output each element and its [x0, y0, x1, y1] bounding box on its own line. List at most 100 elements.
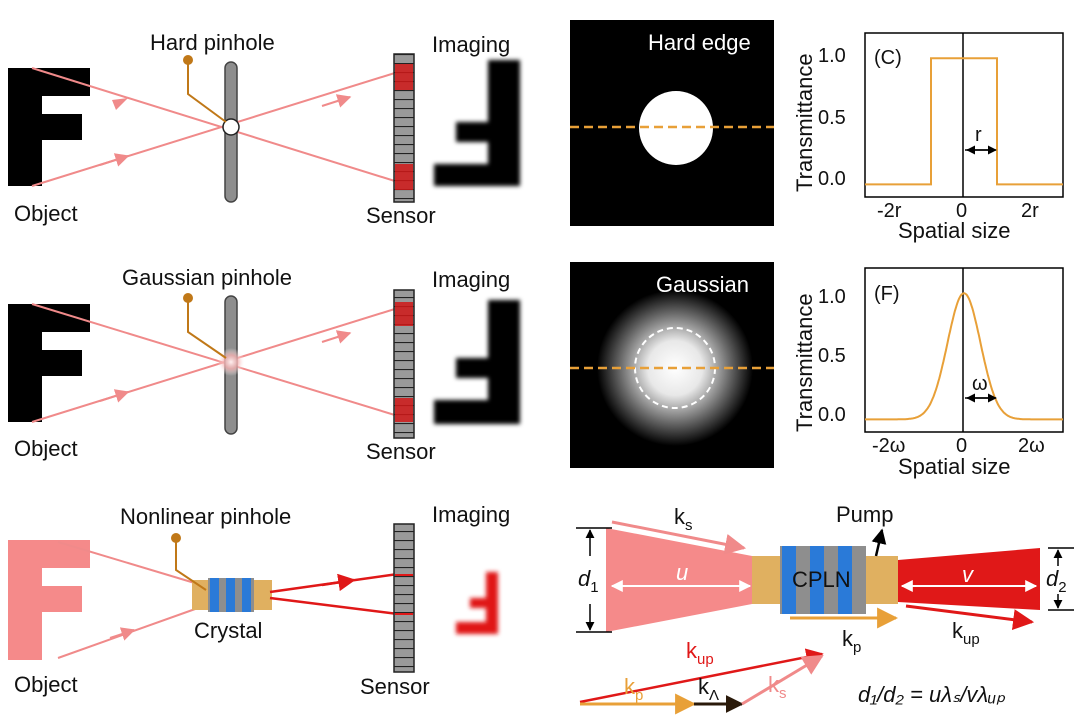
upconverted-ray [269, 596, 399, 616]
label-object-2: Object [14, 436, 78, 461]
upconverted-beam [898, 548, 1040, 610]
label-ks-vector: ks [768, 672, 787, 702]
sensor-hit [395, 302, 413, 326]
label-hard-edge: Hard edge [648, 30, 751, 55]
label-imaging-1: Imaging [432, 32, 510, 57]
panel-label: (F) [874, 283, 900, 305]
sensor-hit [395, 398, 413, 422]
width-annotation: ω [972, 373, 988, 395]
cpln-domain [782, 546, 796, 614]
object-letter-f [8, 304, 90, 422]
label-kp: kp [842, 626, 861, 656]
label-sensor-3: Sensor [360, 674, 430, 699]
label-crystal: Crystal [194, 618, 262, 643]
y-axis-label: Transmittance [792, 53, 817, 192]
chart-hard-edge-transmittance: (C) r 1.0 0.5 0.0 -2r 0 2r Spatial size … [792, 32, 1064, 243]
series-line [865, 292, 1063, 421]
cpln-domain [810, 546, 824, 614]
panel-label: (C) [874, 47, 902, 69]
equation: d₁/d₂ = uλₛ/vλᵤₚ [858, 682, 1006, 707]
panel-cpln-diagram: CPLN u v d1 d2 ks Pump kp kup kup kp kΛ … [576, 502, 1074, 715]
sensor-hit [395, 64, 413, 90]
pinhole-pointer [187, 298, 227, 359]
y-tick: 1.0 [818, 45, 846, 67]
kup-arrow [905, 604, 1035, 631]
series-line [865, 57, 1063, 186]
label-d1: d1 [578, 566, 599, 596]
label-d2: d2 [1046, 566, 1067, 596]
y-axis-label: Transmittance [792, 293, 817, 432]
ray-arrow [321, 330, 352, 344]
y-tick: 0.0 [818, 168, 846, 190]
kup-vector [579, 648, 824, 704]
row-nonlinear-pinhole: Nonlinear pinhole Crystal Imaging Object… [8, 502, 510, 699]
hard-pinhole-aperture [222, 118, 240, 136]
sensor-array [393, 523, 415, 673]
plot-frame [864, 32, 1064, 198]
label-gaussian-pinhole: Gaussian pinhole [122, 265, 292, 290]
ks-vector [741, 654, 824, 706]
upconverted-ray-arrow [321, 573, 356, 592]
label-sensor-2: Sensor [366, 439, 436, 464]
label-kp-vector: kp [624, 674, 643, 704]
x-tick: -2r [877, 200, 902, 222]
label-gaussian: Gaussian [656, 272, 749, 297]
sensor-hit [395, 164, 413, 190]
label-klambda-vector: kΛ [698, 674, 719, 704]
label-v: v [962, 562, 975, 587]
x-tick: 2ω [1018, 435, 1045, 457]
pump-arrow [871, 528, 887, 557]
ray-arrow [321, 94, 352, 108]
y-tick: 0.5 [818, 345, 846, 367]
pinhole-pointer-dot [183, 293, 193, 303]
crystal-domain [226, 578, 235, 612]
label-ks: ks [674, 504, 693, 534]
label-kup: kup [952, 618, 980, 648]
x-tick: 0 [956, 435, 967, 457]
ray [31, 303, 399, 417]
y-tick: 0.0 [818, 404, 846, 426]
pinhole-pointer-dot [183, 55, 193, 65]
label-sensor-1: Sensor [366, 203, 436, 228]
object-letter-f-pink [8, 540, 90, 660]
crystal-domain [242, 578, 251, 612]
y-tick: 0.5 [818, 107, 846, 129]
label-imaging-2: Imaging [432, 267, 510, 292]
row-hard-pinhole: Hard pinhole Imaging Object Sensor [8, 30, 520, 228]
ray-arrow [99, 153, 130, 167]
label-kup-vector: kup [686, 638, 714, 668]
x-axis-label: Spatial size [898, 454, 1011, 479]
label-nonlinear-pinhole: Nonlinear pinhole [120, 504, 291, 529]
y-tick: 1.0 [818, 286, 846, 308]
x-tick: 0 [956, 200, 967, 222]
ray [57, 541, 199, 585]
image-inverted-f [434, 300, 520, 424]
chart-gaussian-transmittance: (F) ω 1.0 0.5 0.0 -2ω 0 2ω Spatial size … [792, 267, 1064, 479]
x-tick: -2ω [872, 435, 905, 457]
label-object-3: Object [14, 672, 78, 697]
width-annotation: r [975, 124, 982, 146]
x-tick: 2r [1021, 200, 1039, 222]
panel-hard-edge-image: Hard edge [570, 20, 774, 226]
panel-gaussian-image: Gaussian [570, 262, 774, 468]
label-cpln: CPLN [792, 567, 851, 592]
ray-arrowhead [112, 98, 128, 110]
cpln-domain [838, 546, 852, 614]
crystal-domain [210, 578, 219, 612]
object-letter-f [8, 68, 90, 186]
label-u: u [676, 560, 688, 585]
pinhole-pointer [187, 60, 227, 123]
ray-arrow [109, 627, 136, 641]
row-gaussian-pinhole: Gaussian pinhole Imaging Object Sensor [8, 265, 520, 464]
plot-frame [864, 267, 1064, 433]
image-inverted-f [434, 60, 520, 186]
label-pump: Pump [836, 502, 893, 527]
label-hard-pinhole: Hard pinhole [150, 30, 275, 55]
label-object-1: Object [14, 201, 78, 226]
pinhole-pointer [175, 538, 207, 591]
ray-arrow [99, 389, 130, 403]
x-axis-label: Spatial size [898, 218, 1011, 243]
ray [31, 307, 399, 423]
pinhole-pointer-dot [171, 533, 181, 543]
